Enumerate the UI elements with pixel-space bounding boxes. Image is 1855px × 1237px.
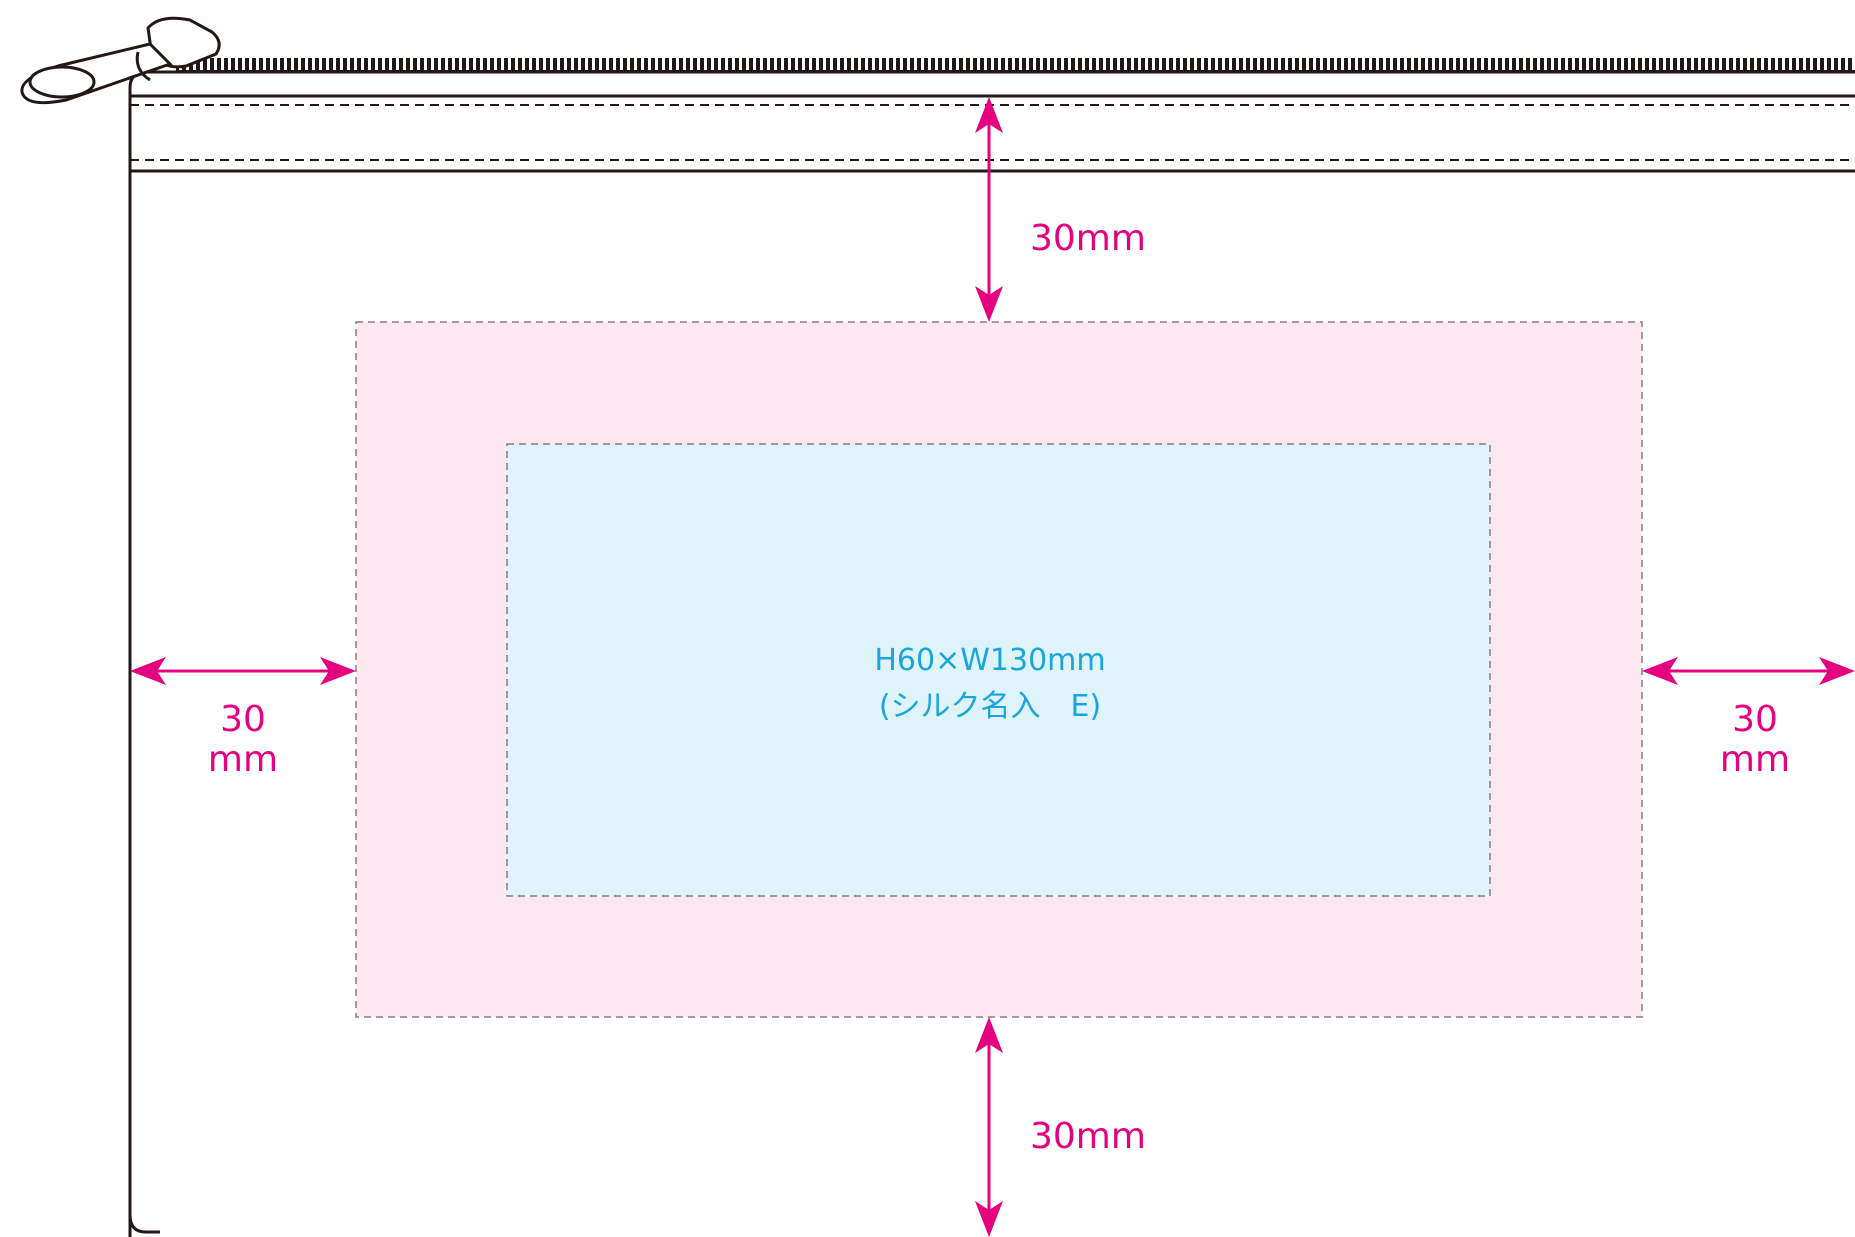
right-margin-unit: mm xyxy=(1720,739,1790,780)
left-margin-arrow xyxy=(130,657,356,685)
print-method-label: (シルク名入 E) xyxy=(879,689,1101,724)
left-margin-unit: mm xyxy=(208,739,278,780)
zipper-pull-icon xyxy=(20,16,221,105)
bottom-margin-arrow xyxy=(975,1017,1003,1237)
top-margin-arrow xyxy=(975,97,1003,322)
left-margin-value: 30 xyxy=(220,699,266,740)
right-margin-arrow xyxy=(1642,657,1855,685)
top-margin-label: 30mm xyxy=(1030,218,1146,259)
right-margin-value: 30 xyxy=(1732,699,1778,740)
print-size-label: H60×W130mm xyxy=(874,643,1105,678)
bottom-margin-label: 30mm xyxy=(1030,1116,1146,1157)
zipper xyxy=(130,58,1855,173)
zipper-teeth xyxy=(176,58,1855,71)
inner-print-area xyxy=(506,443,1491,897)
